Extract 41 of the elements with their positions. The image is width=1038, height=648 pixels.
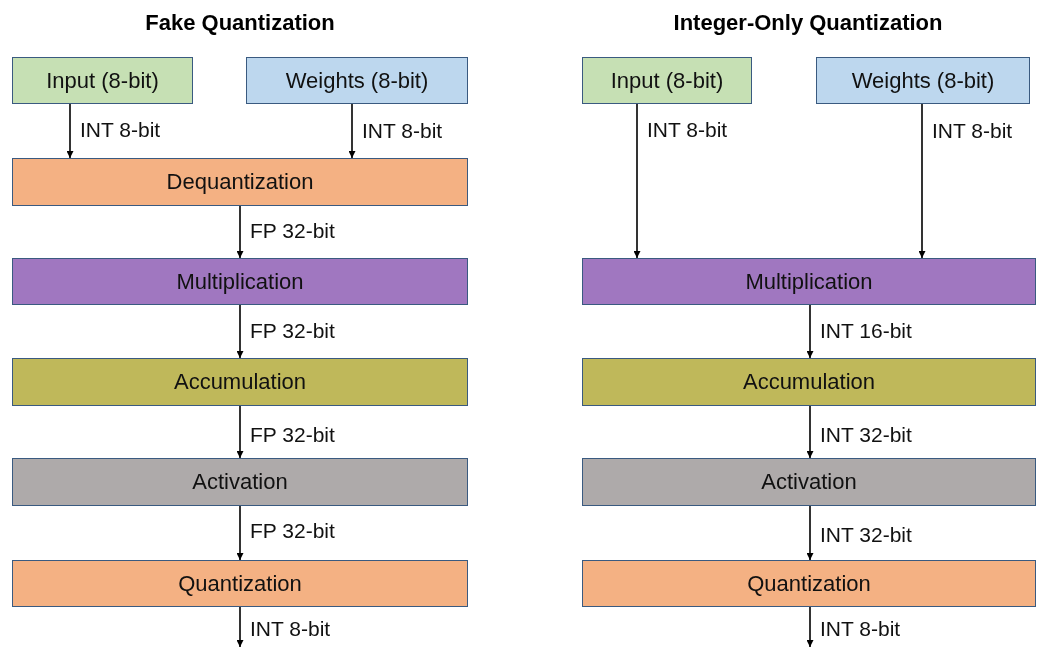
- box-label: Quantization: [178, 570, 302, 597]
- process-box: [582, 258, 1036, 305]
- arrow: [806, 606, 814, 648]
- box-label: Accumulation: [173, 369, 307, 395]
- process-box: [12, 57, 193, 104]
- process-box: [12, 560, 468, 607]
- process-box: [246, 57, 468, 104]
- box-label: Input (8-bit): [610, 67, 724, 94]
- box-label: Multiplication: [745, 268, 873, 295]
- process-box: [12, 458, 468, 506]
- box-label: Dequantization: [166, 169, 314, 195]
- arrow: [348, 103, 356, 159]
- box-label: Activation: [761, 469, 857, 495]
- arrow: [806, 304, 814, 359]
- process-box: [582, 358, 1036, 406]
- box-label: Multiplication: [176, 268, 304, 295]
- arrow: [236, 505, 244, 561]
- column-heading: Fake Quantization: [145, 10, 335, 36]
- process-box: [816, 57, 1030, 104]
- arrow: [918, 103, 926, 259]
- arrow: [66, 103, 74, 159]
- process-box: [12, 158, 468, 206]
- arrow: [806, 505, 814, 561]
- box-label: Weights (8-bit): [285, 67, 429, 94]
- process-box: [582, 458, 1036, 506]
- arrow: [236, 205, 244, 259]
- arrow: [806, 405, 814, 459]
- box-label: Activation: [192, 469, 288, 495]
- process-box: [582, 57, 752, 104]
- process-box: [12, 258, 468, 305]
- process-box: [582, 560, 1036, 607]
- arrow: [236, 606, 244, 648]
- box-label: Quantization: [747, 570, 871, 597]
- column-heading: Integer-Only Quantization: [673, 10, 943, 36]
- box-label: Input (8-bit): [46, 67, 159, 94]
- box-label: Accumulation: [742, 369, 876, 395]
- arrow: [236, 304, 244, 359]
- box-label: Weights (8-bit): [851, 67, 995, 94]
- arrow: [633, 103, 641, 259]
- process-box: [12, 358, 468, 406]
- arrow: [236, 405, 244, 459]
